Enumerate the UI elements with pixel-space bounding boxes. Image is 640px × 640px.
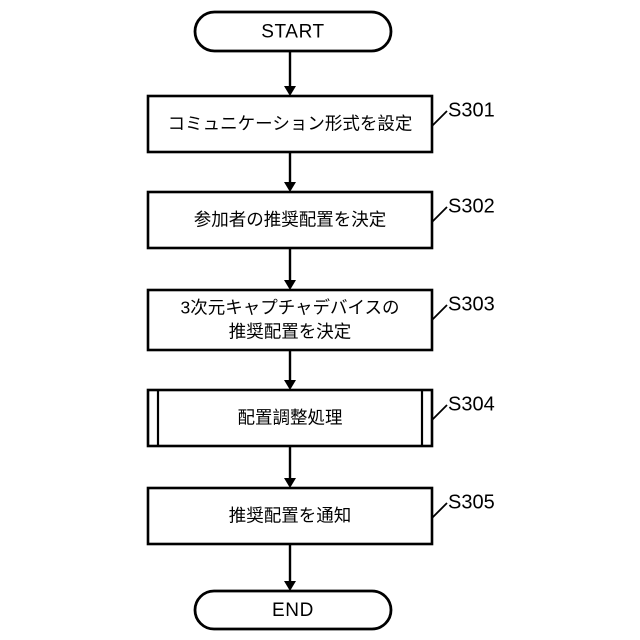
s305-leader-line <box>431 502 448 519</box>
s303-label-line1: 3次元キャプチャデバイスの <box>180 298 399 318</box>
s302-step-label: S302 <box>448 195 495 217</box>
arrow-head-icon <box>284 380 296 390</box>
connector-s301-to-s302 <box>284 152 296 192</box>
connector-s302-to-s303 <box>284 248 296 290</box>
connector-s305-to-end <box>284 544 296 591</box>
s304-leader-line <box>431 404 448 421</box>
end-terminator-shape <box>193 589 393 631</box>
end-label: END <box>272 600 314 621</box>
start-label: START <box>261 22 325 43</box>
node-s304: 配置調整処理 S304 <box>146 388 495 448</box>
connector-s303-to-s304 <box>284 350 296 390</box>
node-end: END <box>193 589 393 631</box>
node-s305: 推奨配置を通知 S305 <box>146 486 495 546</box>
node-s301: コミュニケーション形式を設定 S301 <box>146 94 495 154</box>
s303-leader-line <box>431 304 448 321</box>
node-start: START <box>193 10 393 53</box>
connector-s304-to-s305 <box>284 446 296 488</box>
connector-start-to-s301 <box>284 51 296 96</box>
arrow-head-icon <box>284 581 296 591</box>
s303-label-line2: 推奨配置を決定 <box>229 322 352 342</box>
s305-process-shape <box>146 486 434 546</box>
arrow-head-icon <box>284 182 296 192</box>
arrow-head-icon <box>284 86 296 96</box>
arrow-head-icon <box>284 280 296 290</box>
s305-step-label: S305 <box>448 491 495 513</box>
node-s302: 参加者の推奨配置を決定 S302 <box>146 190 495 250</box>
arrow-head-icon <box>284 478 296 488</box>
s301-leader-line <box>431 110 448 127</box>
node-s303: 3次元キャプチャデバイスの 推奨配置を決定 S303 <box>146 288 495 352</box>
s301-label: コミュニケーション形式を設定 <box>168 114 413 134</box>
s304-label: 配置調整処理 <box>238 408 343 428</box>
s305-label: 推奨配置を通知 <box>229 506 352 526</box>
s303-step-label: S303 <box>448 293 495 315</box>
s302-leader-line <box>431 206 448 223</box>
s301-step-label: S301 <box>448 99 495 121</box>
s301-process-shape <box>146 94 434 154</box>
s304-step-label: S304 <box>448 393 495 415</box>
start-terminator-shape <box>193 10 393 53</box>
s302-label: 参加者の推奨配置を決定 <box>194 210 387 230</box>
